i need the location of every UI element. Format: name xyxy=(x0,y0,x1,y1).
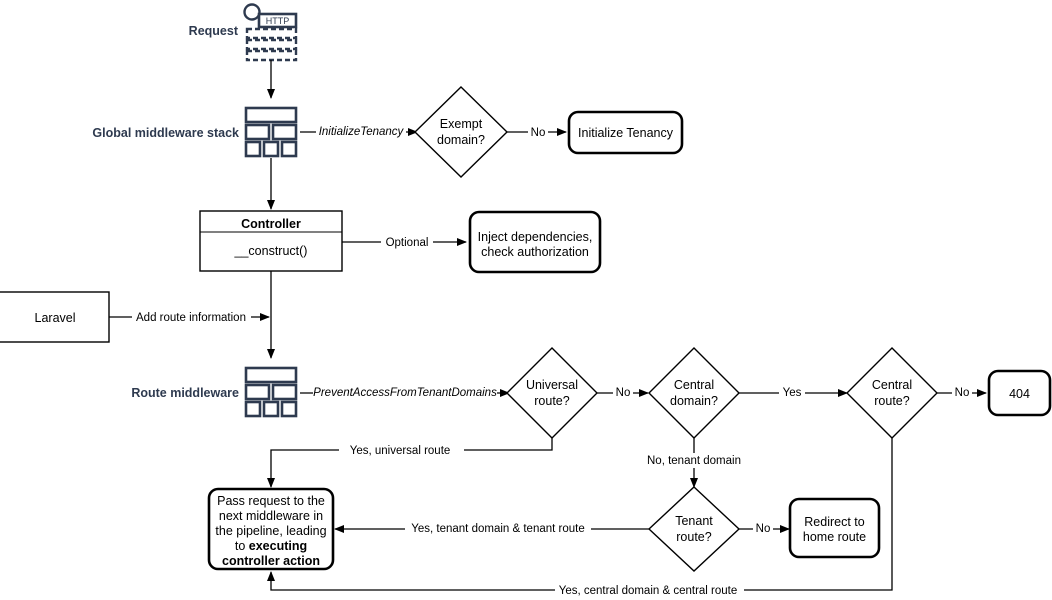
pass-request-line1: Pass request to the xyxy=(217,494,325,508)
node-redirect-home-route[interactable]: Redirect to home route xyxy=(788,497,881,559)
edge-label-yes-central-domain-central-route: Yes, central domain & central route xyxy=(559,585,738,597)
route-middleware-label: Route middleware xyxy=(131,386,239,400)
exempt-domain-line1: Exempt xyxy=(440,117,483,131)
inject-line2: check authorization xyxy=(481,245,589,259)
http-request-icon: HTTP xyxy=(243,3,298,62)
pass-request-line4: to xyxy=(235,539,249,553)
edge-label-exempt-no: No xyxy=(531,127,546,139)
node-inject-dependencies[interactable]: Inject dependencies, check authorization xyxy=(468,210,602,274)
decision-universal-route[interactable]: Universal route? xyxy=(506,347,598,439)
edge-label-central-domain-yes: Yes xyxy=(783,387,802,399)
decision-central-domain[interactable]: Central domain? xyxy=(648,347,740,439)
universal-route-line2: route? xyxy=(534,394,569,408)
redirect-line2: home route xyxy=(803,530,866,544)
node-laravel[interactable]: Laravel xyxy=(0,291,110,343)
decision-tenant-route[interactable]: Tenant route? xyxy=(647,486,741,572)
central-route-line2: route? xyxy=(874,394,909,408)
central-domain-line2: domain? xyxy=(670,394,718,408)
request-label: Request xyxy=(189,24,239,38)
decision-exempt-domain[interactable]: Exempt domain? xyxy=(413,86,509,178)
edge-label-tenant-route-no: No xyxy=(756,523,771,535)
node-initialize-tenancy[interactable]: Initialize Tenancy xyxy=(567,110,684,155)
laravel-label: Laravel xyxy=(35,311,76,325)
http-icon-label: HTTP xyxy=(266,16,290,26)
central-domain-line1: Central xyxy=(674,378,714,392)
pass-request-bold2: controller action xyxy=(222,554,320,568)
redirect-line1: Redirect to xyxy=(804,515,864,529)
edge-label-yes-universal-route: Yes, universal route xyxy=(350,445,451,457)
edge-label-central-route-no: No xyxy=(955,387,970,399)
edge-label-optional: Optional xyxy=(386,237,429,249)
node-controller[interactable]: Controller __construct() xyxy=(199,210,343,272)
tenant-route-line2: route? xyxy=(676,530,711,544)
edge-label-prevent-access: PreventAccessFromTenantDomains xyxy=(313,387,497,399)
edge-label-yes-tenant-domain-tenant-route: Yes, tenant domain & tenant route xyxy=(411,523,584,535)
central-route-line1: Central xyxy=(872,378,912,392)
controller-title: Controller xyxy=(241,217,301,231)
exempt-domain-line2: domain? xyxy=(437,133,485,147)
route-middleware-icon xyxy=(244,366,298,418)
svg-text:to executing: to executing xyxy=(235,539,307,553)
universal-route-line1: Universal xyxy=(526,378,578,392)
pass-request-line2: next middleware in xyxy=(219,509,323,523)
edge-label-initialize-tenancy: InitializeTenancy xyxy=(319,126,405,138)
inject-line1: Inject dependencies, xyxy=(478,230,593,244)
global-middleware-stack-label: Global middleware stack xyxy=(92,126,239,140)
global-middleware-stack-icon xyxy=(244,106,298,158)
edge-label-add-route-information: Add route information xyxy=(136,312,246,324)
pass-request-bold1: executing xyxy=(249,539,307,553)
not-found-label: 404 xyxy=(1009,387,1030,401)
tenant-route-line1: Tenant xyxy=(675,514,713,528)
node-404[interactable]: 404 xyxy=(987,369,1052,417)
initialize-tenancy-label: Initialize Tenancy xyxy=(578,126,674,140)
decision-central-route[interactable]: Central route? xyxy=(846,347,938,439)
edge-label-no-tenant-domain: No, tenant domain xyxy=(647,455,741,467)
edge-label-universal-no: No xyxy=(616,387,631,399)
controller-method: __construct() xyxy=(234,244,308,258)
pass-request-line3: the pipeline, leading xyxy=(215,524,326,538)
node-pass-request[interactable]: Pass request to the next middleware in t… xyxy=(207,487,335,571)
